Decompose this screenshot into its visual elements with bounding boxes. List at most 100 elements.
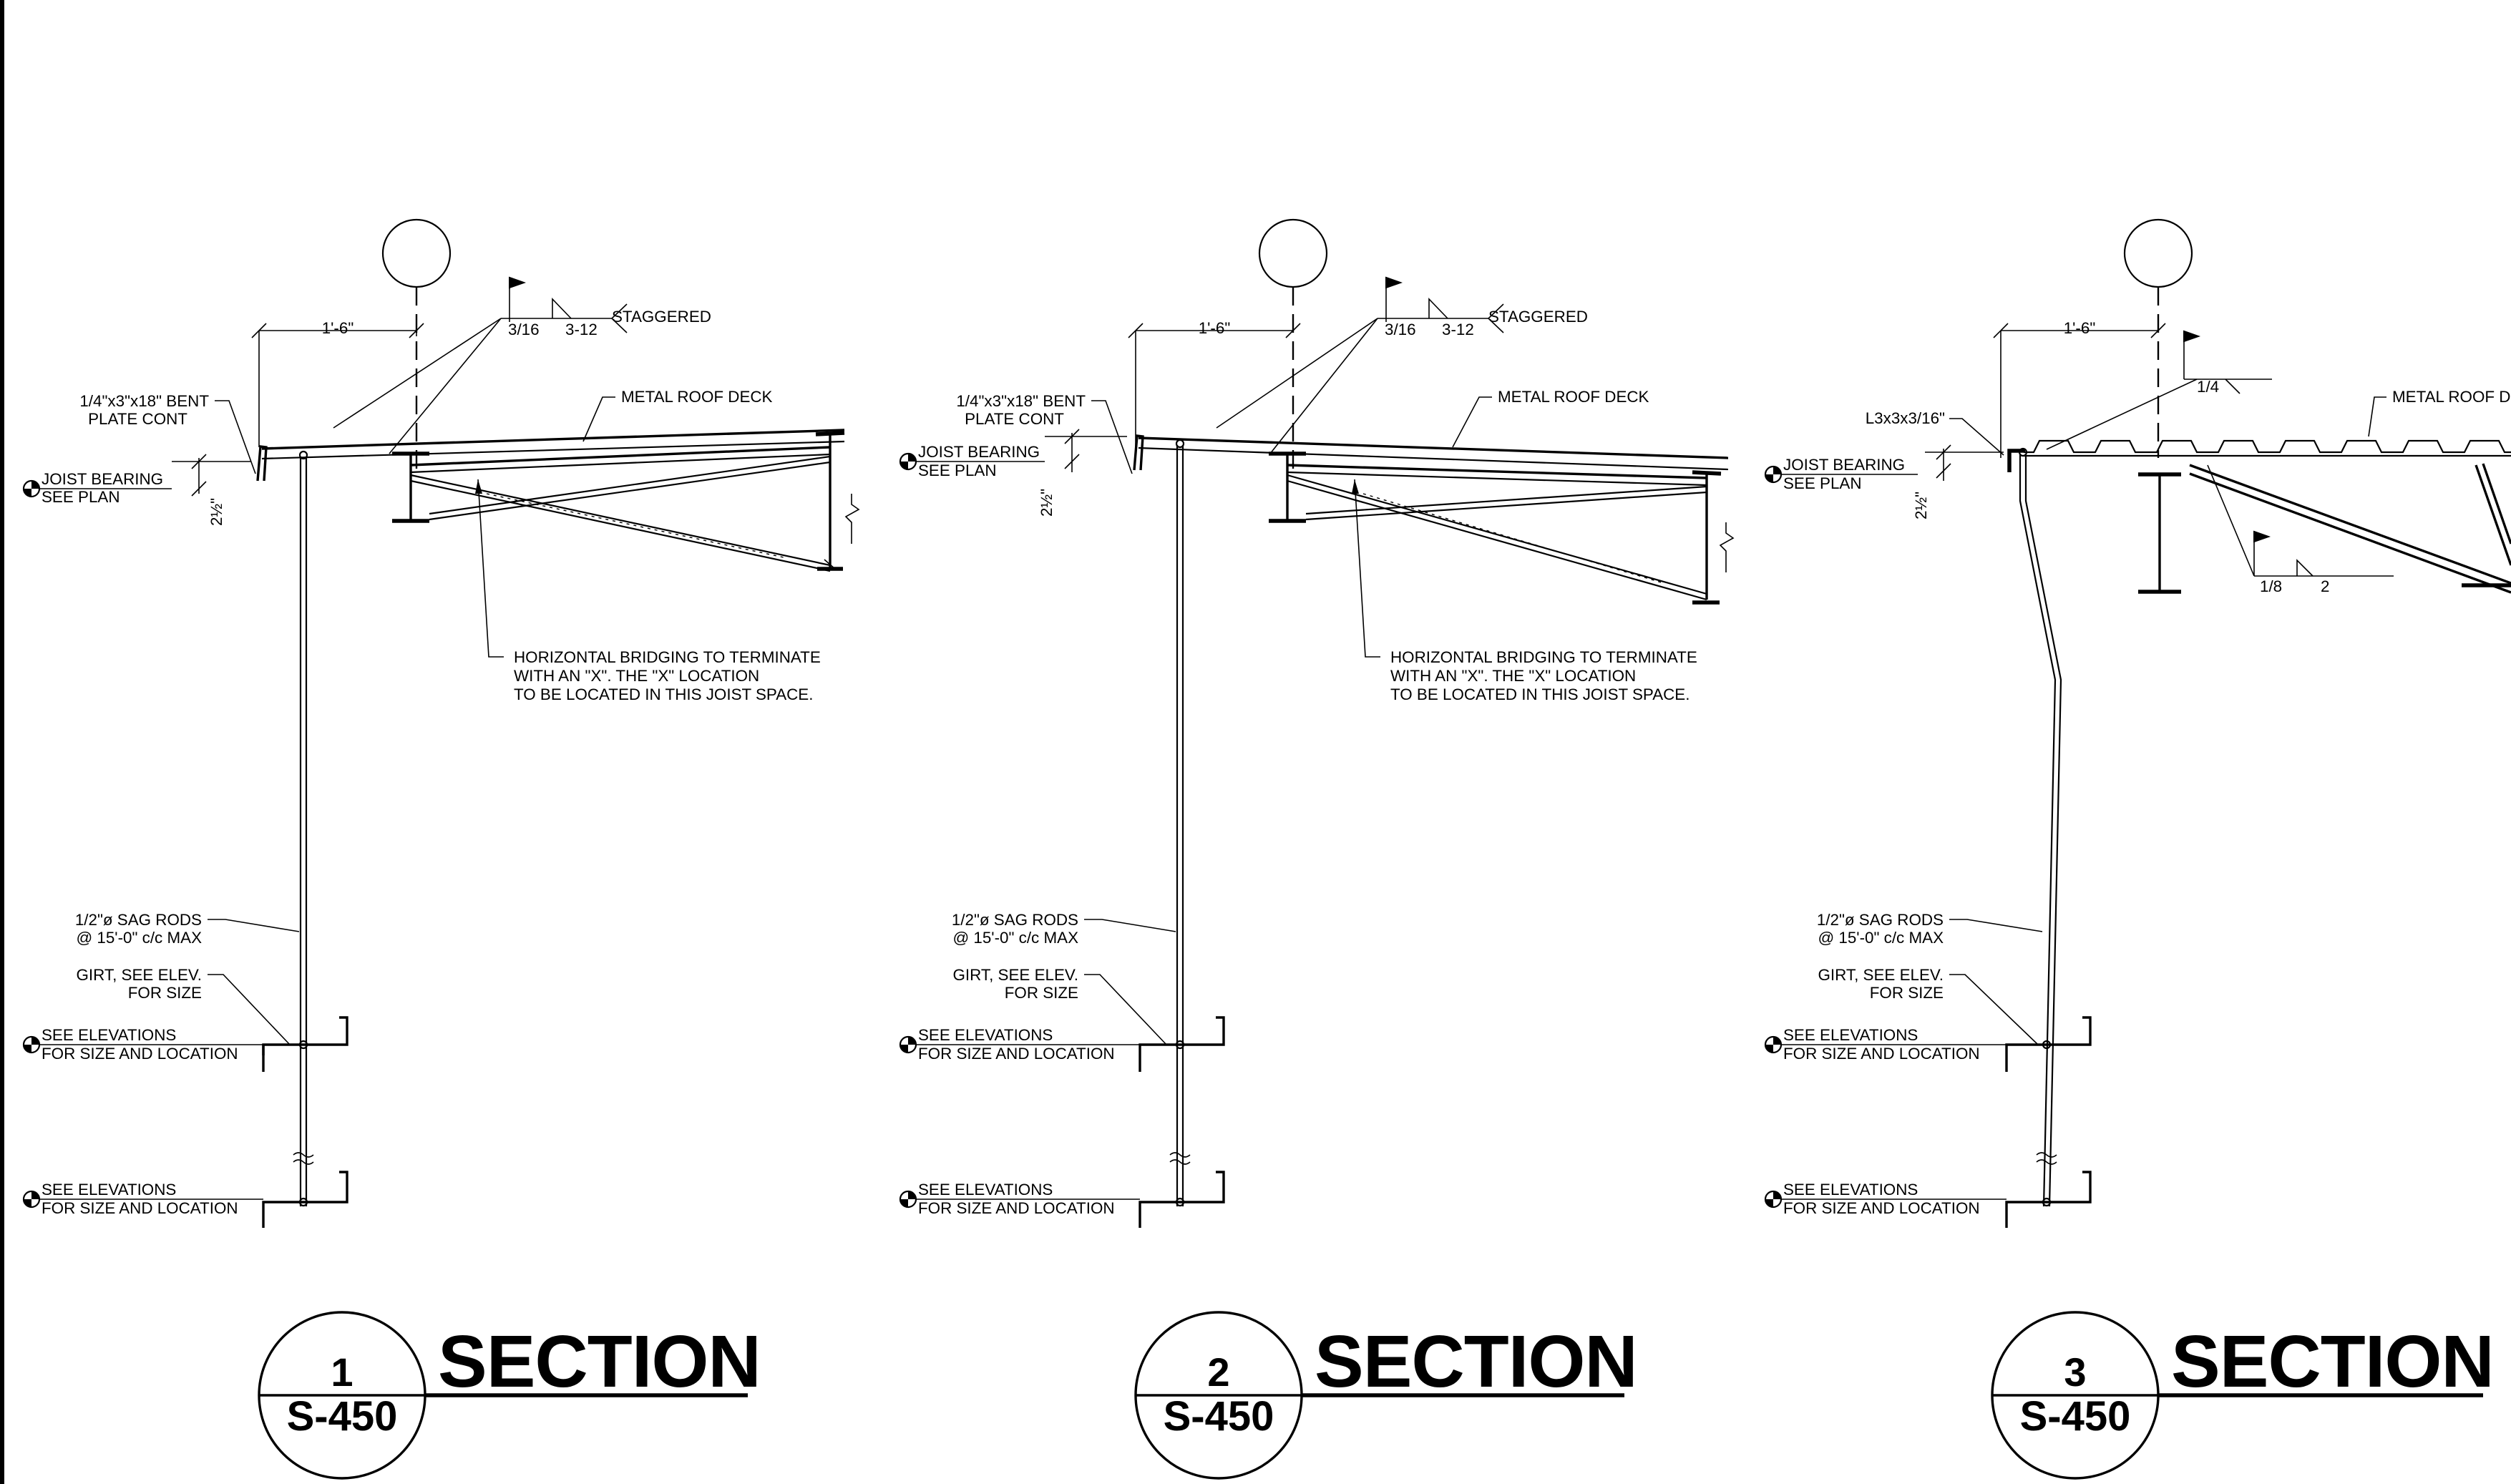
- sag-rod-leader: [1949, 919, 2043, 932]
- weld-symbol-bottom: [2207, 464, 2394, 577]
- joist-top-chord: [410, 446, 831, 467]
- weld-bottom-length-text: 2: [2321, 577, 2329, 595]
- elev-note-upper-1: SEE ELEVATIONS: [1783, 1026, 1918, 1044]
- deck-leader: [2368, 396, 2386, 437]
- girt-leader: [1084, 974, 1167, 1045]
- sag-rod: [2019, 454, 2057, 1207]
- elev-note-lower-2: FOR SIZE AND LOCATION: [918, 1199, 1115, 1217]
- bridging-note-1: HORIZONTAL BRIDGING TO TERMINATE: [1390, 648, 1697, 666]
- girt-upper: [2005, 1016, 2092, 1072]
- bent-plate: [1133, 434, 1144, 471]
- bearing-text-2: SEE PLAN: [918, 462, 997, 479]
- section-1-detail: 1'-6" 3/16 3-12 STAGGERED 1/4"x3"x18" BE…: [22, 218, 860, 1480]
- section-3-detail: 1'-6" 1/4 L3x3x3/16" METAL ROOF D JOIST …: [1764, 218, 2511, 1480]
- bridging-diagonal-a: [429, 455, 831, 515]
- roof-deck-top: [1138, 436, 1729, 459]
- section-title: SECTION: [1315, 1320, 1637, 1402]
- section-number: 2: [1207, 1349, 1229, 1395]
- bridging-note-3: TO BE LOCATED IN THIS JOIST SPACE.: [514, 685, 813, 703]
- sag-rod-note-1: 1/2"ø SAG RODS: [952, 911, 1078, 929]
- edge-plate-leader: [1091, 400, 1133, 474]
- bent-plate: [256, 445, 268, 482]
- sag-rod-note-1: 1/2"ø SAG RODS: [1817, 911, 1944, 929]
- elev-note-lower-1: SEE ELEVATIONS: [42, 1181, 176, 1199]
- girt-leader: [1949, 974, 2039, 1045]
- break-line: [1719, 522, 1735, 572]
- dimension-top: [251, 323, 424, 447]
- grid-bubble: [1258, 218, 1328, 288]
- girt-note-1: GIRT, SEE ELEV.: [77, 966, 202, 984]
- bridging-diagonal-a: [1305, 485, 1707, 515]
- weld-symbol-top: [2046, 330, 2272, 450]
- ibeam-right: [815, 431, 845, 571]
- dimension-side-text: 2½": [1038, 489, 1055, 517]
- dimension-side-text: 2½": [1912, 492, 1930, 519]
- bridging-note-1: HORIZONTAL BRIDGING TO TERMINATE: [514, 648, 821, 666]
- edge-angle: [2007, 449, 2025, 472]
- bridging-leader: [477, 479, 504, 658]
- section-title-block: [1134, 1311, 1624, 1480]
- bearing-marker: [22, 479, 172, 498]
- section-title-block: [1991, 1311, 2483, 1480]
- bridging-leader: [1354, 479, 1380, 658]
- section-2-detail: 1'-6" 3/16 3-12 STAGGERED 1/4"x3"x18" BE…: [899, 218, 1735, 1480]
- weld-note-text: STAGGERED: [1488, 308, 1588, 326]
- dimension-top-text: 1'-6": [1199, 319, 1231, 337]
- weld-top-text: 1/4: [2197, 378, 2219, 396]
- section-sheet-ref: S-450: [2020, 1393, 2131, 1440]
- edge-plate-label-2: PLATE CONT: [965, 410, 1064, 428]
- dimension-top: [1993, 323, 2166, 458]
- roof-deck-bottom: [261, 440, 845, 460]
- bridging-diagonal-b: [410, 474, 831, 567]
- section-number: 1: [331, 1349, 353, 1395]
- dimension-top-text: 1'-6": [2064, 319, 2096, 337]
- bearing-text-1: JOIST BEARING: [42, 470, 163, 488]
- deck-label: METAL ROOF D: [2392, 388, 2510, 406]
- bridging-diagonal-b: [1287, 474, 1707, 595]
- elev-note-upper-1: SEE ELEVATIONS: [918, 1026, 1053, 1044]
- weld-size-text: 3/16: [508, 321, 540, 338]
- grid-bubble: [2123, 218, 2193, 288]
- elev-note-upper-1: SEE ELEVATIONS: [42, 1026, 176, 1044]
- section-sheet-ref: S-450: [287, 1393, 398, 1440]
- weld-bottom-size-text: 1/8: [2260, 577, 2282, 595]
- weld-symbol: [1216, 276, 1504, 454]
- girt-note-1: GIRT, SEE ELEV.: [953, 966, 1078, 984]
- deck-label: METAL ROOF DECK: [1498, 388, 1649, 406]
- section-number: 3: [2064, 1349, 2086, 1395]
- dimension-top-text: 1'-6": [322, 319, 354, 337]
- weld-pitch-text: 3-12: [1442, 321, 1474, 338]
- section-title: SECTION: [2171, 1320, 2494, 1402]
- bearing-marker: [899, 452, 1045, 471]
- girt-note-2: FOR SIZE: [1870, 984, 1944, 1002]
- elev-marker-upper: [899, 1035, 1140, 1054]
- roof-deck-top: [261, 429, 845, 450]
- sag-rod-note-2: @ 15'-0" c/c MAX: [1818, 929, 1944, 947]
- bearing-text-1: JOIST BEARING: [918, 443, 1040, 461]
- deck-leader: [582, 396, 615, 442]
- girt-note-1: GIRT, SEE ELEV.: [1818, 966, 1944, 984]
- sag-rod-note-2: @ 15'-0" c/c MAX: [952, 929, 1078, 947]
- joist-top-chord: [1287, 464, 1707, 479]
- ibeam-right: [1692, 470, 1722, 605]
- diagonal-brace: [2189, 464, 2511, 585]
- elev-marker-lower: [1764, 1190, 2007, 1209]
- elev-marker-lower: [899, 1190, 1140, 1209]
- edge-plate-label-1: 1/4"x3"x18" BENT: [956, 392, 1086, 410]
- girt-upper: [262, 1016, 348, 1072]
- elev-note-lower-1: SEE ELEVATIONS: [918, 1181, 1053, 1199]
- bridging-note-2: WITH AN "X". THE "X" LOCATION: [1390, 667, 1636, 685]
- bearing-text-2: SEE PLAN: [1783, 474, 1862, 492]
- girt-lower: [2005, 1171, 2092, 1228]
- bearing-text-1: JOIST BEARING: [1783, 456, 1905, 474]
- dimension-side-text: 2½": [208, 498, 225, 526]
- roof-deck-bottom: [1138, 446, 1729, 471]
- elev-note-upper-2: FOR SIZE AND LOCATION: [42, 1045, 238, 1063]
- dimension-top: [1128, 323, 1301, 447]
- angle-leader: [1949, 418, 2004, 456]
- sag-rod-note-2: @ 15'-0" c/c MAX: [76, 929, 202, 947]
- girt-leader: [208, 974, 291, 1045]
- weld-symbol: [333, 276, 628, 454]
- bridging-note-3: TO BE LOCATED IN THIS JOIST SPACE.: [1390, 685, 1690, 703]
- girt-lower: [1139, 1171, 1225, 1228]
